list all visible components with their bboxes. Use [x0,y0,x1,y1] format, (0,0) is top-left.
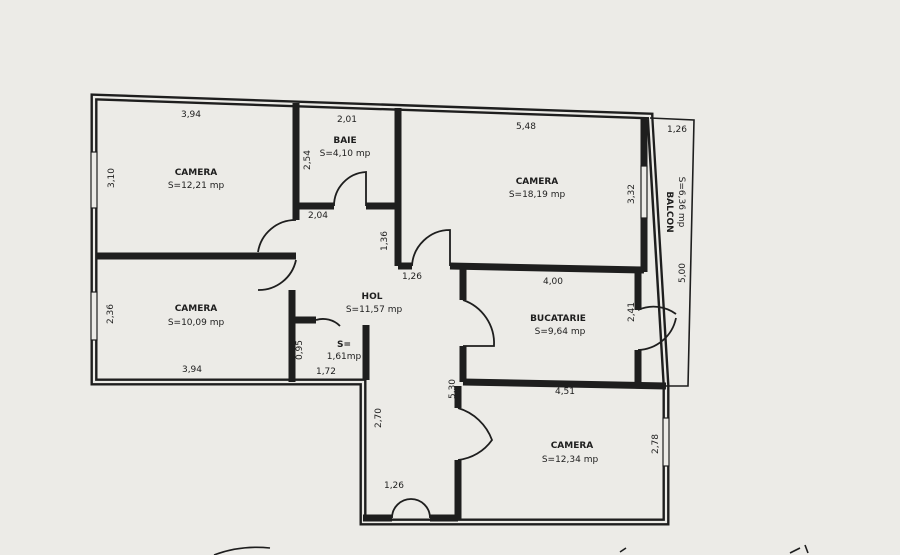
dimension-label: 1,26 [384,481,404,491]
room-name-bucatarie: BUCATARIE [530,314,586,324]
room-area-camera-1: S=12,21 mp [168,181,225,191]
room-name-closet: S= [337,340,351,350]
dimension-label: 2,04 [308,211,328,221]
dimension-labels: 3,94 2,01 5,48 1,26 3,10 2,54 3,32 2,04 … [106,110,688,491]
dimension-label: 2,78 [651,434,661,454]
dimension-label: 1,36 [380,231,390,251]
room-area-bucatarie: S=9,64 mp [535,327,586,337]
room-area-hol: S=11,57 mp [346,305,403,315]
room-name-camera-3: CAMERA [175,304,218,314]
room-area-camera-3: S=10,09 mp [168,318,225,328]
room-name-balcon: BALCON [664,191,674,232]
dimension-label: 2,36 [106,304,116,324]
dimension-label: 3,94 [181,110,201,120]
room-area-balcon: S=6,36 mp [676,177,686,228]
room-name-camera-4: CAMERA [551,441,594,451]
room-name-baie: BAIE [333,136,356,146]
dimension-label: 3,94 [182,365,202,375]
room-area-baie: S=4,10 mp [320,149,371,159]
dimension-label: 1,26 [667,125,687,135]
dimension-label: 2,54 [303,150,313,170]
dimension-label: 5,00 [678,263,688,283]
dimension-label: 5,48 [516,122,536,132]
dimension-label: 4,51 [555,387,575,397]
dimension-label: 3,10 [107,168,117,188]
room-name-hol: HOL [362,292,383,302]
dimension-label: 1,72 [316,367,336,377]
dimension-label: 2,70 [374,408,384,428]
dimension-label: 0,95 [295,340,305,360]
door-swings [257,171,677,519]
dimension-label: 2,01 [337,115,357,125]
room-area-camera-2: S=18,19 mp [509,190,566,200]
balcony-outline [649,117,695,387]
dimension-label: 2,41 [627,302,637,322]
bottom-edge-sketch [213,544,809,555]
interior-walls [97,103,667,522]
dimension-label: 4,00 [543,277,563,287]
room-area-camera-4: S=12,34 mp [542,455,599,465]
dimension-label: 1,26 [402,272,422,282]
dimension-label: 5,30 [448,379,458,399]
room-name-camera-2: CAMERA [516,177,559,187]
room-name-camera-1: CAMERA [175,168,218,178]
dimension-label: 3,32 [627,184,637,204]
exterior-wall-core [92,95,668,524]
windows [90,151,670,467]
room-area-closet: 1,61mp [327,352,362,362]
